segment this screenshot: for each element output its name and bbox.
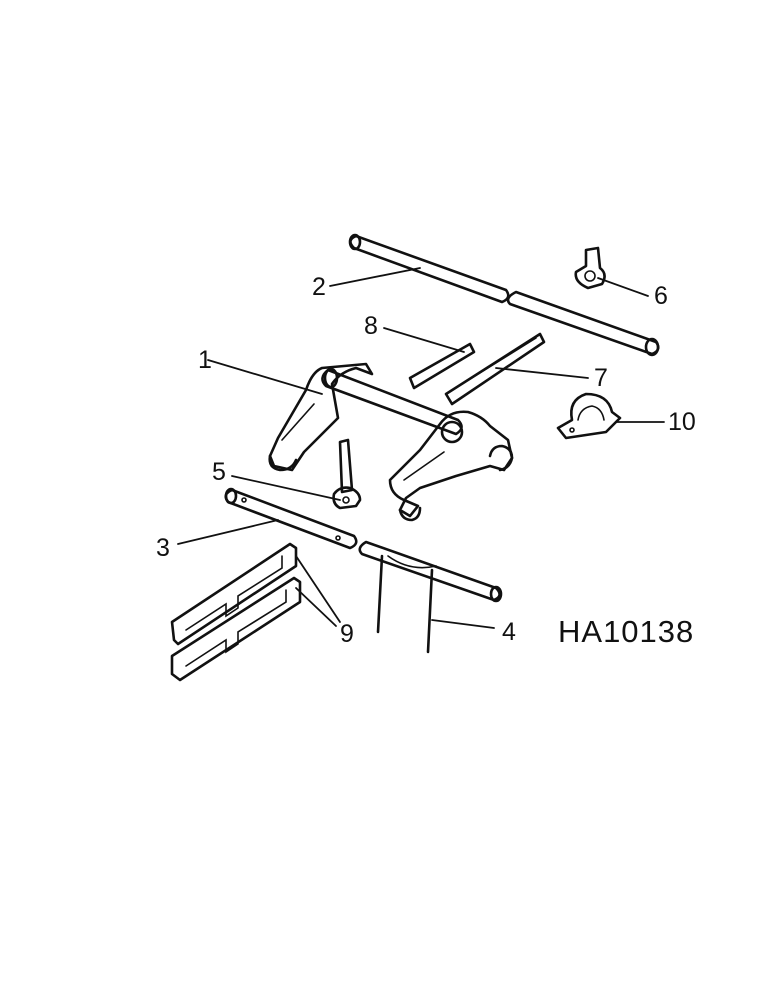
callout-2: 2: [312, 273, 326, 301]
callout-10: 10: [668, 408, 696, 436]
callout-5: 5: [212, 458, 226, 486]
callout-1: 1: [198, 346, 212, 374]
callout-8: 8: [364, 312, 378, 340]
reference-number: HA10138: [558, 614, 694, 649]
part-6-clamp: [574, 246, 606, 290]
callout-6: 6: [654, 282, 668, 310]
part-8-bar: [408, 342, 476, 390]
part-3-front-shaft: [224, 487, 358, 550]
part-5-pin: [332, 438, 362, 510]
leader-lines: [177, 267, 665, 629]
part-2-rear-shaft: [348, 233, 660, 357]
callout-3: 3: [156, 534, 170, 562]
callout-9: 9: [340, 620, 354, 648]
callout-4: 4: [502, 618, 516, 646]
part-4-shaft-with-legs: [358, 540, 503, 654]
part-1-main-frame: [268, 362, 514, 522]
callout-7: 7: [594, 364, 608, 392]
part-7-bar: [444, 332, 546, 406]
part-9-plates: [170, 542, 302, 682]
callout-labels: 1 2 3 4 5 6 7 8 9 10: [156, 273, 696, 648]
part-10-saddle-clamp: [556, 392, 622, 440]
